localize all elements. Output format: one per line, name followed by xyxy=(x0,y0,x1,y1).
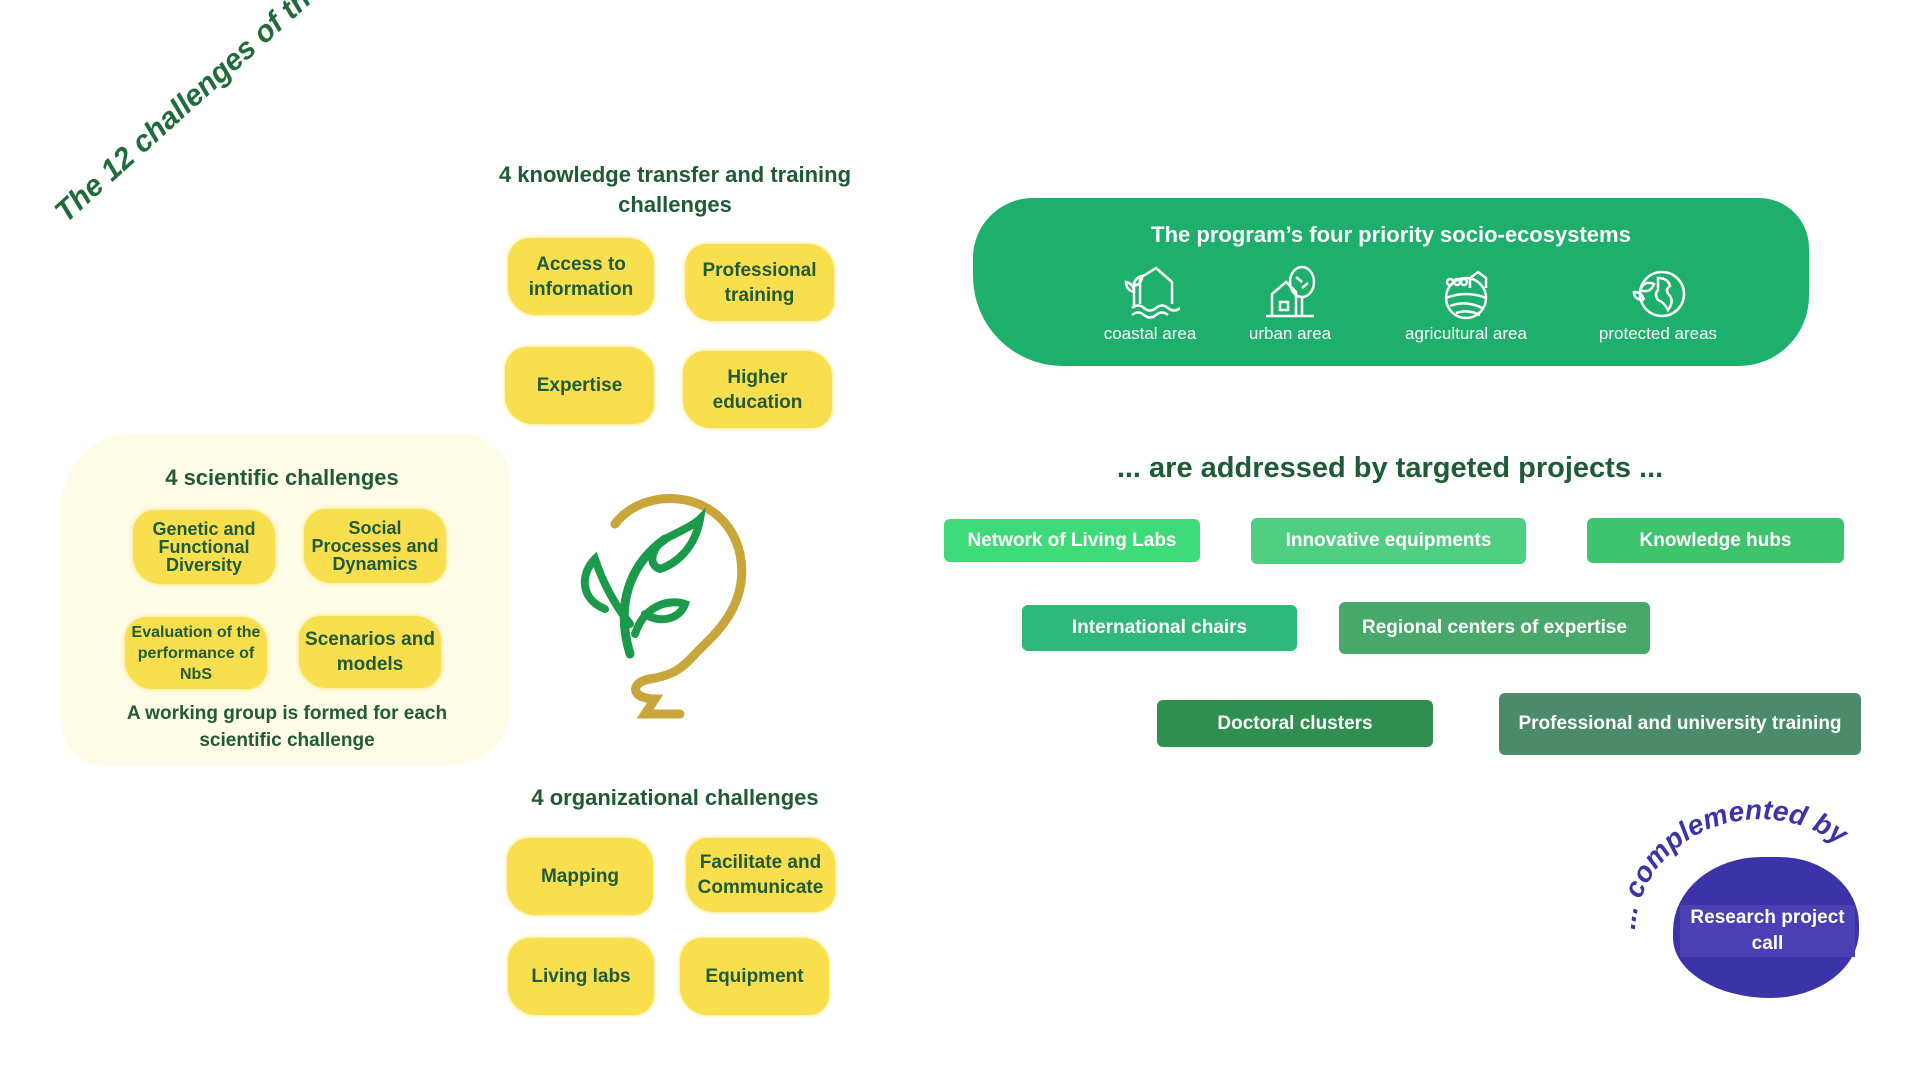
diagram-title: The 12 challenges of the program xyxy=(48,0,427,229)
organizational-heading: 4 organizational challenges xyxy=(531,785,819,810)
ecosystem-label: agricultural area xyxy=(1405,324,1527,343)
ecosystem-coastal: coastal area xyxy=(1070,264,1230,344)
challenge-higher-education: Higher education xyxy=(683,351,832,428)
scientific-footer: A working group is formed for each scien… xyxy=(126,703,448,751)
project-professional-university-training: Professional and university training xyxy=(1499,693,1861,755)
ecosystem-protected: protected areas xyxy=(1578,264,1738,344)
coastal-icon xyxy=(1124,266,1180,319)
projects-heading: ... are addressed by targeted projects .… xyxy=(1116,452,1664,484)
research-project-call: Research project call xyxy=(1680,905,1855,957)
challenge-living-labs: Living labs xyxy=(508,938,654,1015)
lightbulb-plant-icon xyxy=(580,494,747,719)
ecosystem-urban: urban area xyxy=(1210,264,1370,344)
challenge-equipment: Equipment xyxy=(680,938,829,1015)
challenge-professional-training: Professional training xyxy=(685,244,834,321)
ecosystem-label: protected areas xyxy=(1598,324,1718,343)
ecosystem-label: urban area xyxy=(1248,324,1332,343)
challenge-facilitate-communicate: Facilitate and Communicate xyxy=(686,838,835,912)
project-international-chairs: International chairs xyxy=(1022,605,1297,651)
ecosystem-agricultural: agricultural area xyxy=(1386,264,1546,344)
globe-icon xyxy=(1632,270,1686,318)
project-network-living-labs: Network of Living Labs xyxy=(944,519,1200,562)
project-doctoral-clusters: Doctoral clusters xyxy=(1157,700,1433,747)
challenge-genetic-diversity: Genetic and Functional Diversity xyxy=(133,510,275,584)
project-regional-centers: Regional centers of expertise xyxy=(1339,602,1650,654)
agricultural-icon xyxy=(1444,270,1488,320)
project-innovative-equipments: Innovative equipments xyxy=(1251,518,1526,564)
knowledge-heading: 4 knowledge transfer and training challe… xyxy=(498,162,852,217)
challenge-mapping: Mapping xyxy=(507,838,653,915)
scientific-panel xyxy=(62,434,511,765)
ecosystems-heading: The program’s four priority socio-ecosys… xyxy=(1151,222,1631,247)
challenge-evaluation-nbs: Evaluation of the performance of NbS xyxy=(125,617,267,689)
challenge-scenarios-models: Scenarios and models xyxy=(299,616,441,688)
scientific-heading: 4 scientific challenges xyxy=(165,465,399,490)
project-knowledge-hubs: Knowledge hubs xyxy=(1587,518,1844,563)
ecosystems-panel: The program’s four priority socio-ecosys… xyxy=(973,198,1809,366)
challenge-social-processes: Social Processes and Dynamics xyxy=(304,509,446,583)
challenge-access-to-information: Access to information xyxy=(508,238,654,315)
urban-icon xyxy=(1266,265,1316,318)
challenge-expertise: Expertise xyxy=(505,347,654,424)
ecosystem-label: coastal area xyxy=(1103,324,1197,343)
